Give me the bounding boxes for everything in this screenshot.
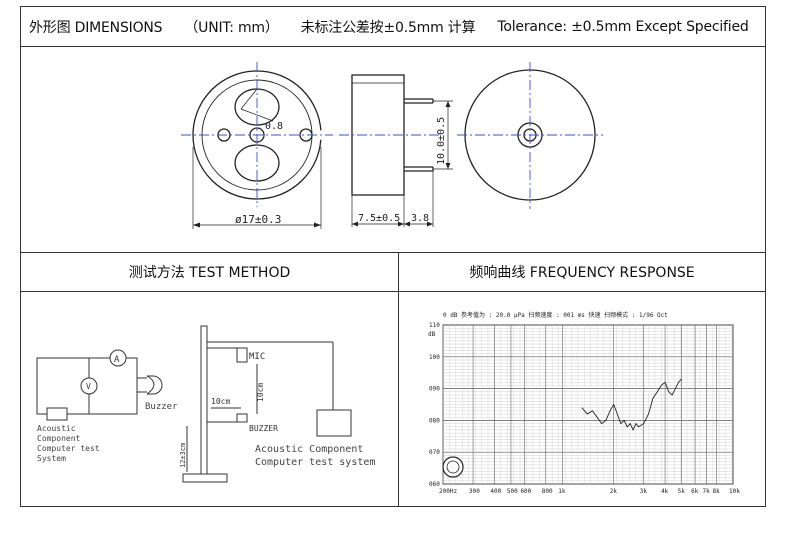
x-tick-label: 600: [520, 488, 531, 495]
x-tick-label: 500: [507, 488, 518, 495]
frequency-response-panel: 0 dB 参考值为 : 20.0 µPa 扫频速度 : 001 ms 快速 扫频…: [399, 292, 765, 506]
frequency-response-title: 频响曲线 FREQUENCY RESPONSE: [469, 265, 695, 281]
height-dim: 7.5±0.5: [358, 213, 400, 224]
distance-v-label: 10cm: [256, 383, 265, 402]
x-tick-label: 1k: [558, 488, 566, 495]
distance-h-label: 10cm: [211, 397, 230, 406]
side-view: [351, 74, 434, 196]
pin-length-dim: 3.8: [411, 213, 429, 224]
buzzer-stand-label: BUZZER: [249, 424, 278, 433]
ammeter-icon: [109, 349, 127, 367]
x-tick-label: 5k: [678, 488, 686, 495]
certification-stamp-icon: [442, 456, 464, 478]
test-method-title: 测试方法 TEST METHOD: [128, 265, 291, 281]
x-tick-label: 6k: [691, 488, 699, 495]
voltmeter-label: V: [86, 382, 91, 391]
hole-dim: 0.8: [265, 121, 283, 132]
cn-tolerance: 未标注公差按±0.5mm 计算: [300, 19, 476, 36]
x-tick-label: 7k: [703, 488, 711, 495]
acs-box-left: [46, 407, 68, 421]
response-curve: [581, 378, 682, 431]
dimensions-header: 外形图 DIMENSIONS （UNIT: mm） 未标注公差按±0.5mm 计…: [21, 7, 765, 47]
x-tick-label: 800: [542, 488, 553, 495]
test-method-panel: A V Buzzer Acoustic Component Computer t…: [21, 292, 399, 506]
x-tick-label: 3k: [640, 488, 648, 495]
diameter-dim: ø17±0.3: [235, 213, 281, 226]
y-tick-label: 080: [429, 417, 440, 424]
buzzer-label: Buzzer: [145, 402, 178, 412]
acs-left-text: Acoustic Component Computer test System: [37, 424, 104, 463]
chart-top-line: 0 dB 参考值为 : 20.0 µPa 扫频速度 : 001 ms 快速 扫频…: [443, 311, 668, 319]
y-tick-label: 100: [429, 354, 440, 361]
x-tick-label: 8k: [712, 488, 720, 495]
test-method-header: 测试方法 TEST METHOD: [21, 253, 399, 292]
unit-label: （UNIT: mm）: [184, 19, 279, 36]
frequency-response-chart: 0 dB 参考值为 : 20.0 µPa 扫频速度 : 001 ms 快速 扫频…: [428, 311, 740, 495]
voltmeter-icon: [80, 377, 98, 395]
spec-sheet: 外形图 DIMENSIONS （UNIT: mm） 未标注公差按±0.5mm 计…: [20, 6, 766, 507]
mic-label: MIC: [249, 352, 265, 362]
x-tick-label: 10k: [729, 488, 740, 495]
y-tick-label: 070: [429, 449, 440, 456]
acs-right-text: Acoustic Component Computer test system: [255, 444, 375, 468]
x-tick-label: 2k: [610, 488, 618, 495]
test-stand: [182, 325, 352, 483]
y-tick-label: 060: [429, 481, 440, 488]
tolerance-label: Tolerance: ±0.5mm Except Specified: [497, 18, 749, 35]
frequency-response-header: 频响曲线 FREQUENCY RESPONSE: [399, 253, 765, 292]
y-unit-label: dB: [428, 331, 436, 338]
y-tick-label: 110: [429, 322, 440, 329]
x-tick-label: 4k: [661, 488, 669, 495]
pin-spacing-dim: 10.0±0.5: [436, 117, 447, 165]
x-tick-label: 200Hz: [439, 488, 457, 495]
dimensions-title: 外形图 DIMENSIONS: [29, 19, 163, 36]
ammeter-label: A: [114, 355, 120, 365]
x-tick-label: 300: [469, 488, 480, 495]
y-tick-label: 090: [429, 386, 440, 393]
dimension-drawing: 0.8 ø17±0.3: [21, 47, 765, 253]
stand-height-label: 12±3cm: [179, 443, 187, 468]
x-tick-label: 400: [490, 488, 501, 495]
